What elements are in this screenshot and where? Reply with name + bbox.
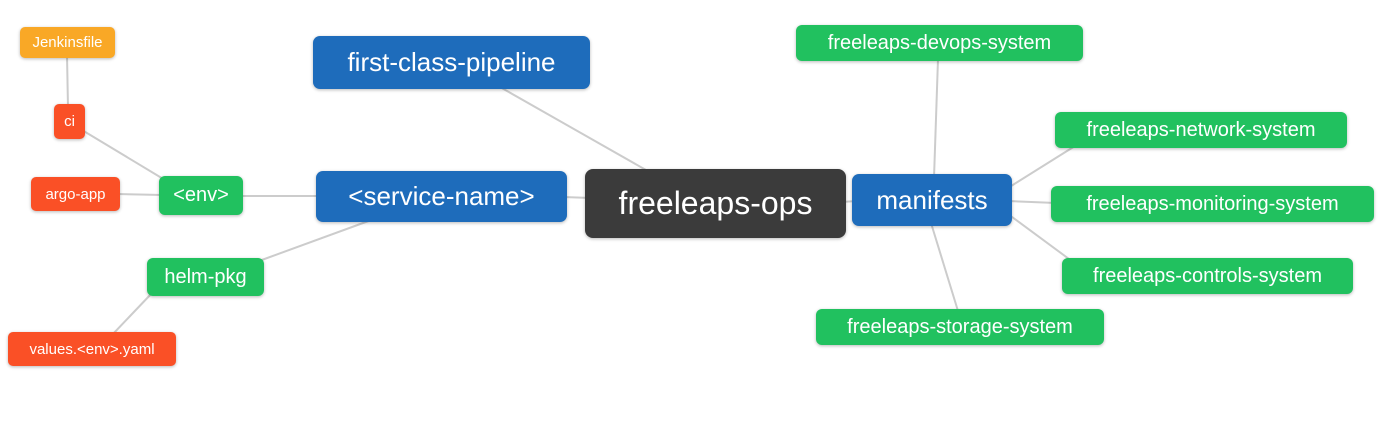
node-ci[interactable]: ci [54,104,85,139]
node-argo-app[interactable]: argo-app [31,177,120,211]
node-first-class-pipeline[interactable]: first-class-pipeline [313,36,590,89]
node-freeleaps-monitoring-system[interactable]: freeleaps-monitoring-system [1051,186,1374,222]
node-service-name[interactable]: <service-name> [316,171,567,222]
edge-jenkinsfile--ci [66,54,69,109]
node-freeleaps-devops-system[interactable]: freeleaps-devops-system [796,25,1083,61]
node-values-env-yaml[interactable]: values.<env>.yaml [8,332,176,366]
edge-ci--env [81,129,166,181]
node-jenkinsfile[interactable]: Jenkinsfile [20,27,115,58]
edge-manifests--freeleaps-controls-system [1007,213,1070,260]
node-freeleaps-storage-system[interactable]: freeleaps-storage-system [816,309,1104,345]
edge-manifests--freeleaps-storage-system [930,222,959,312]
edge-manifests--freeleaps-monitoring-system [1007,200,1057,204]
node-freeleaps-network-system[interactable]: freeleaps-network-system [1055,112,1347,148]
node-manifests[interactable]: manifests [852,174,1012,226]
node-env[interactable]: <env> [159,176,243,215]
edge-first-class-pipeline--freeleaps-ops [499,86,654,175]
node-freeleaps-ops[interactable]: freeleaps-ops [585,169,846,238]
edge-service-name--helm-pkg [258,218,375,262]
edge-manifests--freeleaps-network-system [1007,145,1076,189]
node-freeleaps-controls-system[interactable]: freeleaps-controls-system [1062,258,1353,294]
edge-manifests--freeleaps-devops-system [933,58,939,179]
edge-helm-pkg--values-env-yaml [111,292,153,336]
node-helm-pkg[interactable]: helm-pkg [147,258,264,296]
edge-argo-app--env [115,193,164,196]
